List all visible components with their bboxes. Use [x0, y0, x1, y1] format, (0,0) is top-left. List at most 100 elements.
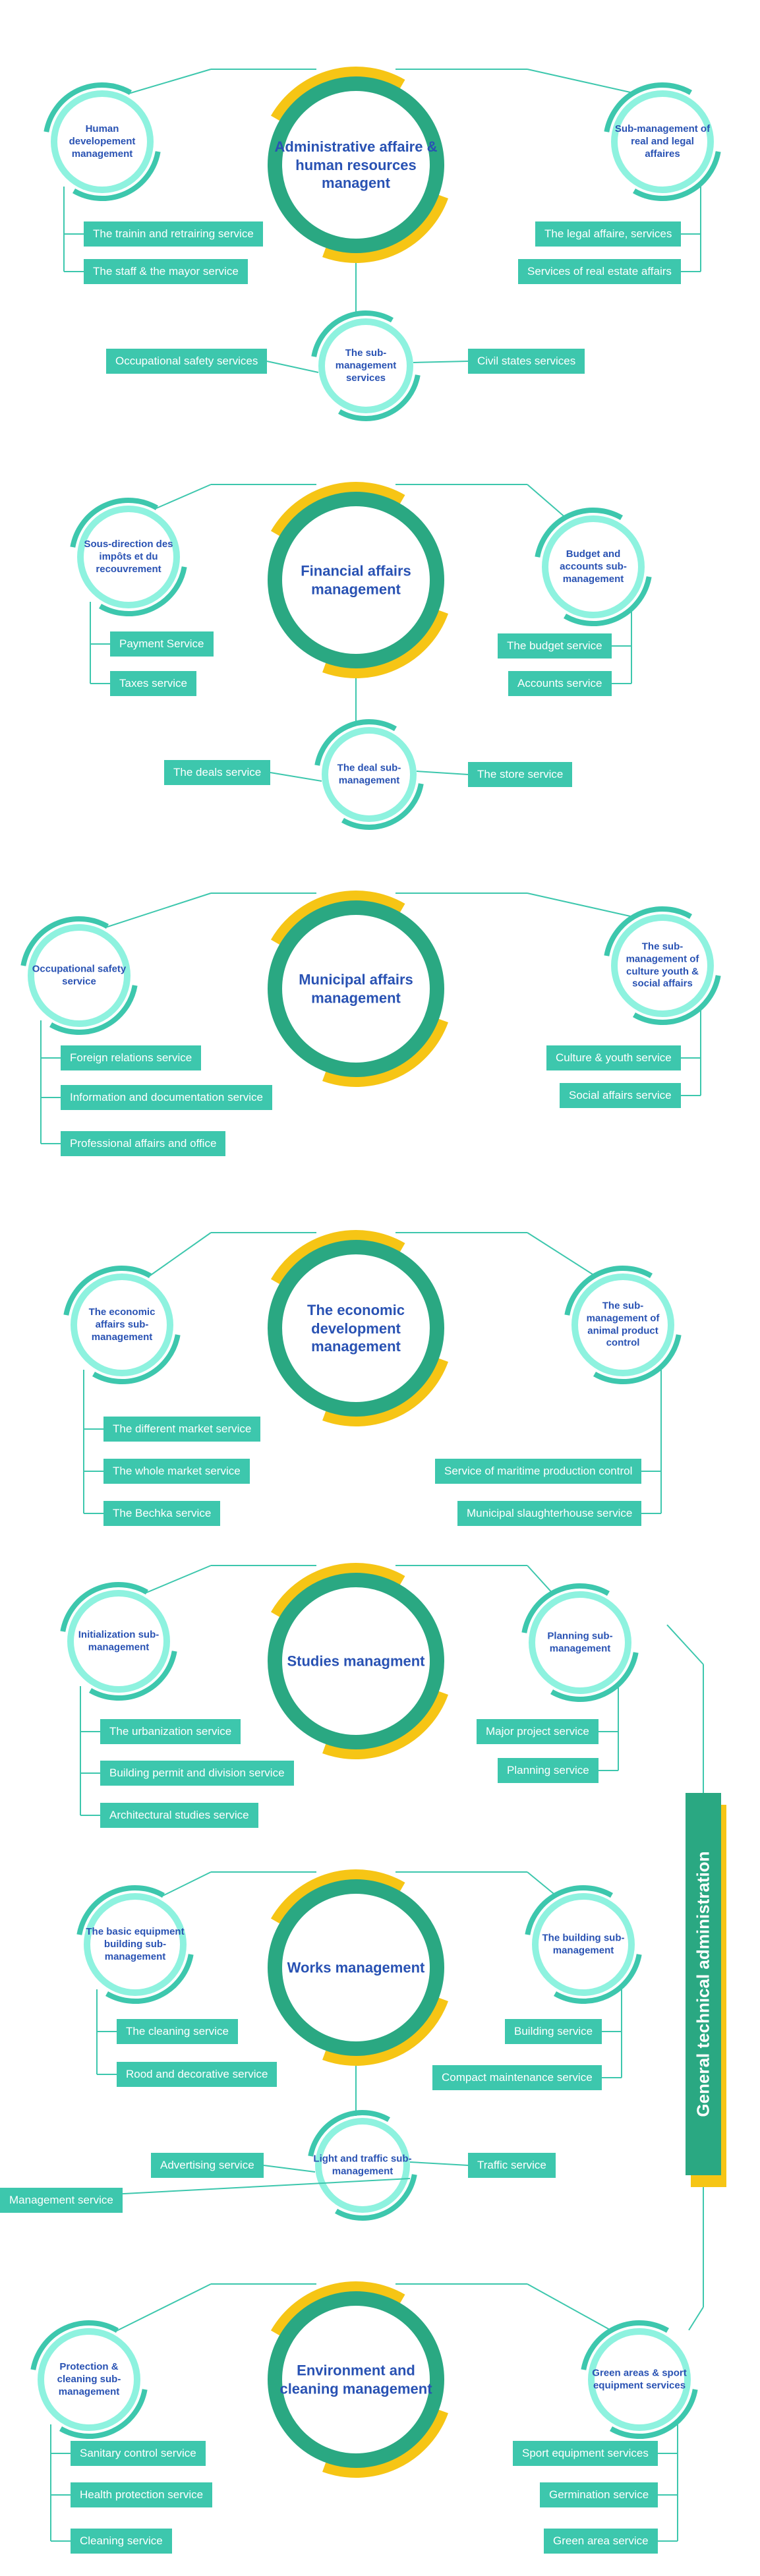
- main-circle-accent: [322, 1358, 449, 1426]
- sub-circle-accent: [633, 151, 721, 201]
- sub-circle-inner: [548, 522, 638, 612]
- sub-circle-accent: [92, 1334, 181, 1384]
- sub-circle-accent: [89, 1651, 177, 1701]
- service-label: The whole market service: [103, 1459, 250, 1484]
- sub-circle-accent: [338, 374, 421, 421]
- service-label: The deals service: [164, 760, 271, 785]
- sub-circle-accent: [604, 906, 692, 956]
- connector-line: [666, 1624, 704, 1665]
- service-label: Architectural studies service: [100, 1803, 258, 1828]
- sub-circle-accent: [30, 2320, 119, 2370]
- sub-circle-accent: [311, 310, 394, 357]
- sub-circle-inner: [77, 1280, 167, 1370]
- sub-circle-accent: [99, 566, 187, 616]
- right-sub-management-title: Sub-management of real and legal affaire…: [614, 123, 711, 160]
- sub-circle-accent: [60, 1582, 148, 1632]
- left-sub-management-title: Sous-direction des impôts et du recouvre…: [84, 538, 173, 575]
- sub-circle-accent: [610, 2389, 698, 2439]
- service-label: The different market service: [103, 1417, 261, 1442]
- sub-circle-inner: [84, 512, 173, 602]
- sub-circle-accent: [550, 1652, 639, 1702]
- service-label: Sport equipment services: [513, 2441, 658, 2466]
- main-management-title: Administrative affaire & human resources…: [274, 138, 438, 191]
- main-management-title: Municipal affairs management: [299, 971, 413, 1007]
- main-circle-accent: [270, 67, 405, 121]
- connector-line: [154, 484, 212, 510]
- service-label: Service of maritime production control: [435, 1459, 642, 1484]
- sub-circle-accent: [554, 1954, 642, 2004]
- service-label: Payment Service: [110, 631, 214, 657]
- service-label: Professional affairs and office: [61, 1131, 226, 1156]
- service-label: The legal affaire, services: [535, 221, 682, 247]
- main-circle-accent: [270, 482, 405, 537]
- sub-circle-accent: [70, 498, 158, 548]
- right-sub-management-title: Budget and accounts sub-management: [560, 548, 627, 585]
- sub-circle-accent: [63, 1266, 152, 1316]
- main-circle: [268, 76, 444, 253]
- sub-circle-inner: [44, 2335, 134, 2424]
- service-label: Traffic service: [468, 2153, 556, 2178]
- sub-circle-accent: [76, 1885, 165, 1935]
- connector-line: [263, 2165, 316, 2173]
- connector-line: [413, 361, 469, 363]
- sub-circle-inner: [325, 325, 407, 407]
- service-label: Rood and decorative service: [117, 2062, 278, 2087]
- sub-circle-inner: [34, 931, 124, 1020]
- main-circle-accent: [322, 2409, 449, 2478]
- connector-line: [688, 2306, 704, 2331]
- sub-circle-inner: [618, 97, 707, 187]
- right-sub-management-title: Green areas & sport equipment services: [592, 2367, 687, 2391]
- sub-circle-inner: [328, 734, 410, 815]
- main-circle-accent: [270, 891, 405, 945]
- sub-circle-inner: [74, 1596, 163, 1686]
- general-technical-administration-banner: [686, 1793, 721, 2175]
- sub-circle-inner: [322, 2124, 403, 2206]
- right-sub-management-title: The building sub-management: [542, 1932, 625, 1956]
- main-circle-accent: [270, 1230, 405, 1285]
- service-label: Planning service: [498, 1758, 599, 1783]
- sub-management-title: The deal sub-management: [337, 762, 401, 786]
- service-label: The urbanization service: [100, 1719, 241, 1744]
- main-circle-accent: [322, 194, 449, 263]
- main-management-title: The economic development management: [307, 1301, 405, 1355]
- sub-circle-accent: [308, 2110, 390, 2157]
- main-circle: [268, 1240, 444, 1417]
- left-sub-management-title: Occupational safety service: [32, 963, 127, 987]
- service-label: Sanitary control service: [71, 2441, 206, 2466]
- service-label: Major project service: [477, 1719, 599, 1744]
- main-circle: [268, 1879, 444, 2056]
- main-circle-accent: [322, 610, 449, 678]
- connector-line: [527, 484, 568, 519]
- connector-line: [527, 1871, 558, 1897]
- sub-circle-accent: [59, 2389, 148, 2439]
- service-label: The staff & the mayor service: [84, 259, 248, 284]
- connector-line: [416, 771, 469, 775]
- sub-circle-accent: [49, 985, 138, 1035]
- sub-circle-inner: [539, 1900, 628, 1989]
- service-label: Cleaning service: [71, 2529, 172, 2554]
- connector-line: [266, 361, 319, 373]
- sub-circle-accent: [314, 719, 397, 766]
- connector-line: [527, 1232, 597, 1277]
- main-management-title: Environment and cleaning management: [279, 2362, 432, 2397]
- service-label: Culture & youth service: [546, 1045, 681, 1070]
- connector-line: [105, 893, 212, 928]
- main-circle-accent: [322, 1018, 449, 1087]
- sub-circle-inner: [90, 1900, 180, 1989]
- main-circle-accent: [270, 2281, 405, 2336]
- connector-line: [161, 1871, 212, 1897]
- service-label: Municipal slaughterhouse service: [457, 1501, 642, 1526]
- sub-circle-accent: [564, 576, 652, 626]
- service-label: Taxes service: [110, 671, 196, 696]
- main-circle: [268, 492, 444, 668]
- connector-line: [128, 69, 212, 94]
- service-label: The cleaning service: [117, 2019, 238, 2044]
- sub-circle-inner: [57, 97, 147, 187]
- service-label: Compact maintenance service: [432, 2065, 602, 2090]
- sub-circle-accent: [525, 1885, 613, 1935]
- service-label: Building permit and division service: [100, 1761, 294, 1786]
- service-label: The store service: [468, 762, 573, 787]
- sub-circle-accent: [335, 2174, 417, 2221]
- sub-circle-inner: [535, 1598, 625, 1687]
